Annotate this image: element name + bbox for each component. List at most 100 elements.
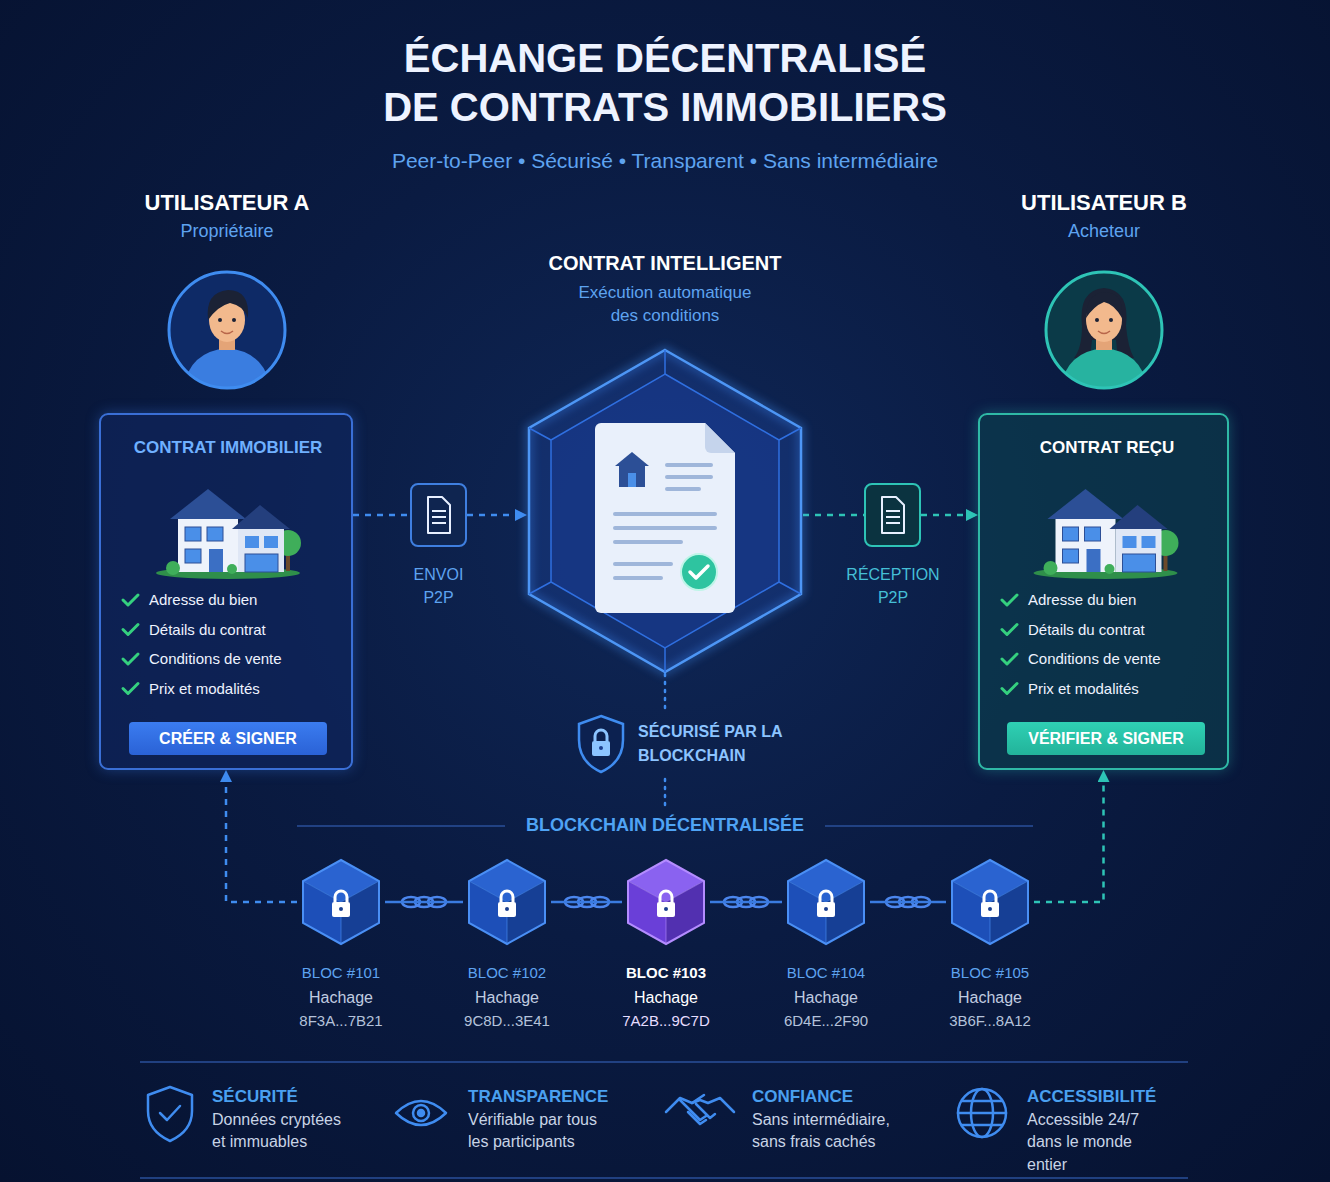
lock-shackle [595, 730, 607, 741]
page-fold [705, 423, 735, 453]
hex-inner [551, 374, 779, 648]
cube-outline [628, 860, 704, 944]
badge-label: SÉCURISÉ PAR LA BLOCKCHAIN [638, 720, 793, 768]
user-name: UTILISATEUR A [107, 188, 347, 218]
window [207, 527, 223, 541]
roof [1048, 489, 1124, 519]
cube-outline [303, 860, 379, 944]
security-badge: SÉCURISÉ PAR LA BLOCKCHAIN [575, 713, 800, 775]
hex-outer [529, 350, 801, 672]
connector [710, 901, 782, 904]
handshake-icon [666, 1098, 734, 1112]
lock-body [657, 902, 675, 917]
cube-edges [952, 881, 1028, 944]
window [1142, 536, 1156, 548]
node-art [782, 858, 870, 946]
window [245, 536, 259, 548]
hair [1086, 292, 1122, 318]
connector [385, 901, 463, 904]
lock-body [592, 741, 610, 756]
lock-body [498, 902, 516, 917]
action-button: VÉRIFIER & SIGNER [1007, 722, 1205, 755]
bush [1105, 564, 1115, 574]
door [209, 549, 223, 572]
feature-text: Accessible 24/7 dans le monde entier [1027, 1109, 1175, 1176]
cube-edges [469, 881, 545, 944]
house-illustration [1034, 489, 1179, 579]
person [183, 290, 271, 392]
flow-label: ENVOI P2P [403, 563, 474, 609]
rules [140, 826, 1188, 1178]
bush [1044, 561, 1058, 575]
window [1063, 527, 1079, 541]
house-wing [1116, 527, 1162, 572]
button-label: CRÉER & SIGNER [159, 728, 297, 750]
check-mark [123, 625, 138, 635]
connector [803, 514, 864, 517]
footer-rule [140, 1061, 1188, 1063]
check-mark [1002, 684, 1017, 694]
block-number: BLOC #103 [606, 963, 726, 983]
eye [1095, 318, 1099, 322]
document-icon: RÉCEPTION P2P [864, 483, 921, 547]
house-body [1056, 517, 1116, 572]
node-art [622, 858, 710, 946]
house-illustration [156, 489, 301, 579]
person [1060, 288, 1148, 392]
garage-window [1123, 554, 1156, 572]
connector [870, 901, 946, 904]
globe-parallels [958, 1101, 1006, 1125]
action-button: CRÉER & SIGNER [129, 722, 327, 755]
text-line [613, 576, 663, 580]
checklist-item: Conditions de vente [149, 649, 345, 669]
check-glyph [690, 566, 708, 578]
hash-value: 7A2B...9C7D [606, 1011, 726, 1031]
cube-edges [628, 881, 704, 944]
node-art [297, 858, 385, 946]
keyhole [339, 907, 343, 911]
feature-title: SÉCURITÉ [212, 1085, 382, 1109]
feature-text: Données cryptées et immuables [212, 1109, 352, 1154]
hash-value: 8F3A...7B21 [281, 1011, 401, 1031]
garage-window [245, 554, 278, 572]
checklist-item: Adresse du bien [149, 590, 345, 610]
check-icon [160, 1106, 180, 1120]
subtitle: Peer-to-Peer • Sécurisé • Transparent • … [0, 146, 1330, 175]
window [1085, 527, 1101, 541]
connector [226, 770, 297, 902]
shield-icon [148, 1087, 192, 1141]
avatar-ring [169, 272, 285, 388]
text-line [613, 540, 683, 544]
icon-frame [865, 484, 920, 546]
window [1063, 549, 1079, 563]
house-door-glyph [628, 473, 636, 487]
user-avatar: UTILISATEUR APropriétaire [167, 270, 287, 390]
shield-glyph [579, 716, 623, 772]
document-sheet [595, 423, 735, 613]
bush [166, 561, 180, 575]
house-glyph [619, 465, 645, 487]
text-line [613, 512, 717, 516]
node-art [864, 483, 921, 547]
checklist-item: Prix et modalités [149, 679, 345, 699]
node-art [527, 348, 803, 674]
eye-icon [396, 1101, 446, 1125]
cube-edges [303, 881, 379, 944]
window [185, 527, 201, 541]
feature-title: ACCESSIBILITÉ [1027, 1085, 1197, 1109]
contract-subtitle: Exécution automatique des conditions [570, 282, 760, 328]
title: ÉCHANGE DÉCENTRALISÉ DE CONTRATS IMMOBIL… [215, 34, 1115, 132]
globe-icon [958, 1089, 1006, 1137]
check-badge [681, 554, 717, 590]
eye [232, 318, 236, 322]
connector [353, 514, 410, 517]
eye [1109, 318, 1113, 322]
user-name: UTILISATEUR B [984, 188, 1224, 218]
lock-body [981, 902, 999, 917]
check-mark [1002, 595, 1017, 605]
feature-text: Vérifiable par tous les participants [468, 1109, 613, 1154]
cube-outline [952, 860, 1028, 944]
lock-shackle [501, 891, 513, 902]
lock-shackle [984, 891, 996, 902]
shoulders [183, 348, 271, 392]
